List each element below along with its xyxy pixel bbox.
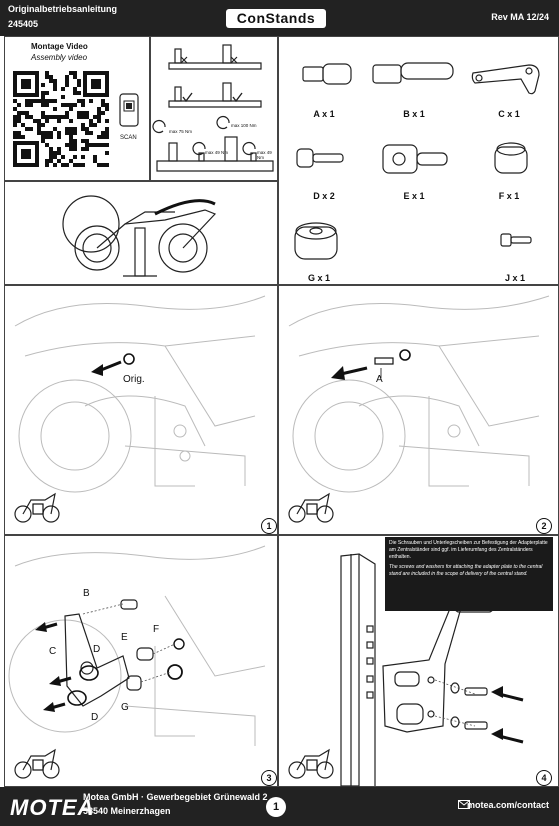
torque-label-49-a: max 49 Nm [205, 150, 229, 155]
part-e-qty: E x 1 [403, 191, 425, 201]
video-title: Montage Video [31, 42, 88, 51]
adapter-plate-wrong-1 [168, 44, 262, 70]
header-bar: Originalbetriebsanleitung 245405 ConStan… [0, 0, 559, 36]
envelope-icon [458, 800, 470, 809]
step-3-callout-f: F [153, 624, 160, 635]
part-a-qty: A x 1 [313, 109, 335, 119]
scan-label: SCAN [120, 135, 137, 141]
phone-scan-icon [119, 93, 139, 127]
step-1-callout-orig: Orig. [123, 374, 145, 385]
part-f-qty: F x 1 [498, 191, 520, 201]
step-1-frame-illustration [14, 295, 266, 493]
footer-address-line-2: 58540 Meinerzhagen [83, 806, 171, 816]
parts-panel: A x 1 B x 1 C x 1 D x 2 E x 1 F x 1 G x [278, 36, 559, 285]
qr-code[interactable] [13, 71, 109, 167]
step-1-bike-thumbnail [14, 492, 60, 523]
step-2-panel: A 2 [278, 285, 559, 535]
step-1-number: 1 [261, 518, 277, 534]
mounting-note: Die Schrauben und Unterlegscheiben zur B… [385, 537, 553, 611]
step-2-number: 2 [536, 518, 552, 534]
doc-number: 245405 [8, 19, 39, 29]
video-panel: Montage Video Assembly video SCAN [4, 36, 150, 181]
part-e-icon [382, 144, 448, 174]
part-j-qty: J x 1 [504, 273, 526, 283]
part-j-icon [500, 233, 532, 247]
part-b-icon [372, 62, 454, 84]
page-number: 1 [266, 797, 286, 817]
part-f-icon [494, 142, 528, 174]
bike-with-stand-illustration [62, 195, 217, 277]
footer-brand-logo: MOTEA [10, 795, 95, 820]
part-d-icon [296, 148, 344, 168]
doc-title: Originalbetriebsanleitung [8, 4, 118, 14]
step-3-number: 3 [261, 770, 277, 786]
step-4-bike-thumbnail [288, 748, 334, 779]
step-4-stand-illustration [340, 553, 524, 787]
revision-label: Rev MA 12/24 [491, 12, 549, 22]
part-c-qty: C x 1 [498, 109, 520, 119]
part-d-qty: D x 2 [313, 191, 335, 201]
part-c-icon [471, 64, 540, 95]
step-3-callout-d1: D [93, 644, 101, 655]
video-subtitle: Assembly video [31, 53, 88, 62]
brand-logo: ConStands [226, 9, 326, 28]
torque-label-100: max 100 Nm [231, 123, 257, 128]
part-g-icon [294, 222, 338, 260]
footer-address-line-1: Motea GmbH · Gewerbegebiet Grünewald 2 [83, 792, 268, 802]
step-2-callout-a: A [376, 374, 383, 385]
note-english: The screws and washers for attaching the… [389, 564, 543, 577]
torque-label-49-b: max 49 Nm [257, 150, 272, 160]
part-a-icon [302, 63, 352, 85]
note-german: Die Schrauben und Unterlegscheiben zur B… [389, 540, 548, 560]
adapter-plate-correct [168, 82, 262, 108]
torque-label-75: max 75 Nm [169, 129, 193, 134]
step-2-bike-thumbnail [288, 492, 334, 523]
step-3-assembly-illustration [8, 545, 266, 746]
adapter-plate-torque [152, 115, 274, 172]
footer-website-link[interactable]: motea.com/contact [466, 800, 549, 810]
step-3-callout-e: E [121, 632, 128, 643]
part-g-qty: G x 1 [307, 273, 330, 283]
torque-panel: max 75 Nm max 100 Nm max 49 Nm max 49 Nm [150, 36, 278, 181]
step-3-panel: B C D E F D G 3 [4, 535, 278, 787]
step-3-bike-thumbnail [14, 748, 60, 779]
step-3-callout-d2: D [91, 712, 99, 723]
step-2-frame-illustration [288, 295, 550, 493]
step-3-callout-b: B [83, 588, 90, 599]
step-1-panel: Orig. 1 [4, 285, 278, 535]
bike-overview-panel [4, 181, 278, 285]
part-b-qty: B x 1 [403, 109, 425, 119]
step-3-callout-g: G [121, 702, 129, 713]
footer-bar: MOTEA Motea GmbH · Gewerbegebiet Grünewa… [0, 787, 559, 826]
step-4-number: 4 [536, 770, 552, 786]
step-3-callout-c: C [49, 646, 57, 657]
